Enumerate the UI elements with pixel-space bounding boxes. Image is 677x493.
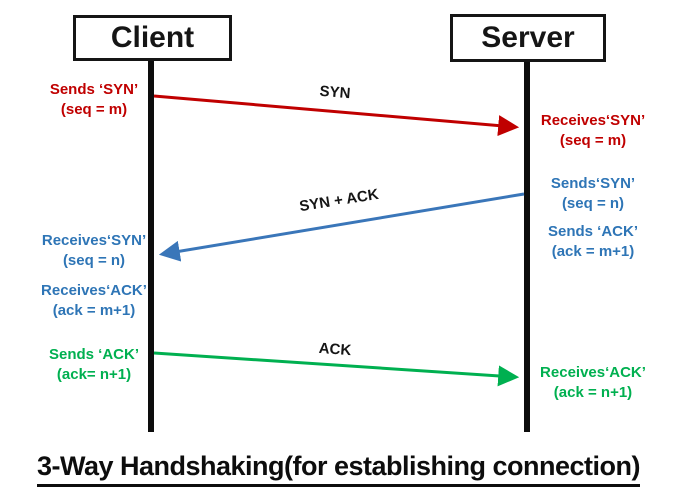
ack-arrow [153, 351, 520, 387]
synack-arrow [158, 192, 525, 262]
server-node-box: Server [450, 14, 606, 62]
annotation-line: Receives‘ACK’ [540, 364, 646, 381]
annotation-line: Sends‘SYN’ [550, 175, 636, 192]
annotation-line: Receives‘ACK’ [41, 282, 147, 299]
annotation-line: Sends ‘ACK’ [48, 346, 139, 363]
annotation-line: (seq = n) [62, 252, 126, 269]
annotation-line: Sends ‘ACK’ [547, 223, 638, 240]
annotation-line: (seq = n) [561, 195, 625, 212]
annotation-line: (ack = m+1) [52, 302, 136, 319]
annotation-line: (ack = n+1) [553, 384, 633, 401]
annotation-line: (ack= n+1) [56, 366, 132, 383]
annotation-line: Sends ‘SYN’ [49, 81, 139, 98]
annotation-line: Receives‘SYN’ [540, 112, 646, 129]
server-receives-syn-annotation: Receives‘SYN’ (seq = m) [503, 111, 677, 151]
client-receives-syn-annotation: Receives‘SYN’ (seq = n) [4, 231, 184, 271]
diagram-title: 3-Way Handshaking(for establishing conne… [0, 451, 677, 487]
syn-arrow [153, 94, 520, 137]
client-sends-syn-annotation: Sends ‘SYN’ (seq = m) [4, 80, 184, 120]
client-receives-ack-annotation: Receives‘ACK’ (ack = m+1) [4, 281, 184, 321]
annotation-line: (seq = m) [559, 132, 627, 149]
server-node-label: Server [481, 21, 575, 54]
client-sends-ack-annotation: Sends ‘ACK’ (ack= n+1) [4, 345, 184, 385]
server-sends-syn-annotation: Sends‘SYN’ (seq = n) [503, 174, 677, 214]
client-node-box: Client [73, 15, 232, 61]
annotation-line: (seq = m) [60, 101, 128, 118]
client-node-label: Client [110, 21, 195, 54]
diagram-title-text: 3-Way Handshaking(for establishing conne… [36, 451, 641, 487]
server-receives-ack-annotation: Receives‘ACK’ (ack = n+1) [503, 363, 677, 403]
annotation-line: Receives‘SYN’ [41, 232, 147, 249]
server-sends-ack-annotation: Sends ‘ACK’ (ack = m+1) [503, 222, 677, 262]
annotation-line: (ack = m+1) [551, 243, 635, 260]
